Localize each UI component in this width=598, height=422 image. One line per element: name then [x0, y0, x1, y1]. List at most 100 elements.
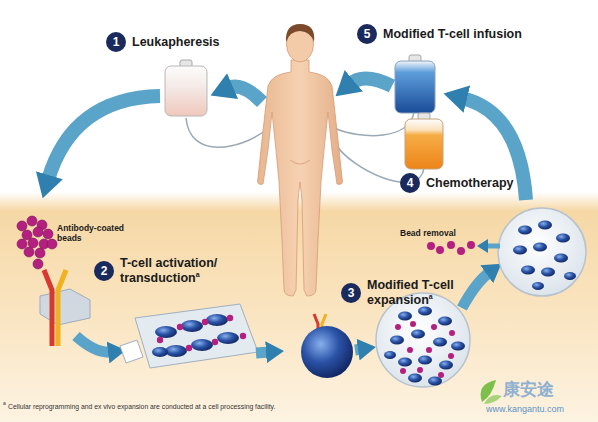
callout-number: 1 — [106, 32, 126, 52]
culture-flask — [152, 314, 239, 357]
bead-free-dish — [538, 221, 552, 230]
culture-flask — [217, 332, 239, 344]
flow-arrow — [350, 78, 392, 86]
infusion-tube — [334, 112, 414, 136]
expansion-dish — [395, 321, 455, 378]
expansion-dish — [433, 338, 447, 347]
t-cell — [301, 326, 353, 378]
culture-flask — [155, 326, 177, 338]
step-number-circle: 1Leukapheresis — [106, 32, 126, 52]
expansion-dish — [376, 293, 470, 387]
removed-beads — [436, 246, 444, 254]
expansion-dish — [410, 321, 416, 327]
antibody-symbol — [44, 270, 52, 346]
bead-cluster — [24, 247, 34, 257]
expansion-dish — [428, 377, 442, 386]
t-cell-bag — [395, 55, 435, 113]
bead-free-dish — [556, 234, 570, 243]
step-number-circle: 4Chemotherapy — [400, 173, 420, 193]
culture-flask — [206, 314, 228, 326]
bead-cluster — [33, 227, 43, 237]
cell-membrane — [40, 289, 90, 325]
removed-beads — [447, 241, 455, 249]
step-label-group: T-cell activation/ transductiona — [120, 256, 222, 286]
expansion-dish — [390, 336, 404, 345]
culture-flask — [120, 304, 258, 368]
step-title: Leukapheresis — [132, 35, 220, 49]
expansion-dish — [438, 372, 444, 378]
watermark: 康安途 — [503, 380, 554, 400]
flow-arrow — [256, 352, 270, 353]
culture-flask — [202, 319, 208, 325]
expansion-dish — [395, 324, 401, 330]
expansion-dish — [418, 307, 432, 316]
bead-cluster — [43, 229, 53, 239]
expansion-dish — [431, 324, 437, 330]
expansion-dish — [449, 330, 455, 336]
step-title: Modified T-cell infusion — [383, 27, 522, 41]
antibody-symbol — [44, 270, 66, 346]
culture-flask — [157, 315, 246, 351]
bead-cluster — [27, 216, 37, 226]
bead-free-dish — [533, 243, 547, 252]
bead-free-dish — [521, 266, 535, 275]
expansion-dish — [451, 342, 465, 351]
flow-arrow — [228, 87, 262, 102]
culture-flask — [212, 339, 218, 345]
bead-free-dish — [518, 226, 532, 235]
step-title: T-cell activation/ transduction — [120, 256, 217, 285]
bead-free-dish — [554, 254, 568, 263]
expansion-dish — [408, 374, 422, 383]
expansion-dish — [398, 358, 412, 367]
leukapheresis-bag — [165, 60, 207, 116]
flow-arrow — [48, 78, 526, 200]
culture-flask — [165, 345, 187, 357]
callout-number: 3 — [341, 283, 361, 303]
step-label-group: Chemotherapy — [426, 176, 514, 191]
expansion-dish — [384, 351, 396, 359]
culture-flask — [177, 324, 183, 330]
bead-cluster — [17, 221, 27, 231]
expansion-dish — [398, 312, 412, 321]
culture-flask — [157, 337, 163, 343]
chemotherapy-bag — [405, 119, 443, 169]
patient-figure — [286, 24, 314, 42]
patient-figure — [290, 160, 310, 164]
expansion-dish — [411, 330, 425, 339]
culture-flask — [191, 339, 213, 351]
patient-figure — [258, 24, 343, 296]
bead-free-dish — [498, 208, 586, 296]
infusion-tube — [186, 118, 266, 147]
expansion-dish — [376, 293, 470, 387]
culture-flask — [227, 315, 233, 321]
expansion-dish — [438, 317, 452, 326]
footnote-text: Cellular reprogramming and ex vivo expan… — [8, 403, 275, 411]
expansion-dish — [384, 307, 465, 386]
culture-flask — [135, 304, 258, 368]
step-label-group: Modified T-cell expansiona — [367, 278, 461, 308]
culture-flask — [181, 320, 203, 332]
bead-free-dish — [513, 221, 576, 291]
culture-flask — [186, 345, 192, 351]
step-title: Modified T-cell expansion — [367, 278, 454, 307]
culture-flask — [152, 347, 168, 357]
bead-cluster — [28, 238, 38, 248]
removed-beads — [427, 241, 475, 255]
flow-arrow — [486, 244, 500, 249]
expansion-dish — [439, 361, 453, 370]
t-cell — [301, 314, 353, 378]
leukapheresis-bag — [165, 66, 207, 116]
step-label-group: Modified T-cell infusion — [383, 27, 522, 42]
callout-number: 5 — [357, 24, 377, 44]
bead-free-dish — [513, 246, 527, 255]
bead-cluster — [33, 259, 43, 269]
flow-arrow — [48, 96, 160, 180]
watermark-logo — [484, 395, 502, 404]
patient-figure — [258, 60, 343, 296]
bead-cluster — [17, 216, 57, 269]
bead-free-dish — [564, 272, 576, 280]
callout-number: 2 — [94, 261, 114, 281]
callout-number: 4 — [400, 173, 420, 193]
